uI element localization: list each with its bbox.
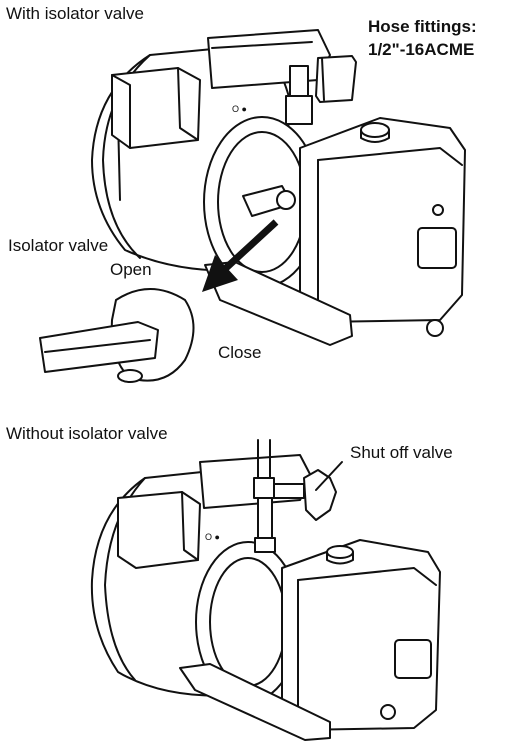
callout-arrow (202, 219, 279, 292)
isolator-valve-label: Isolator valve (8, 236, 109, 255)
hose-fittings-title: Hose fittings: (368, 17, 477, 36)
svg-text:O ●: O ● (205, 532, 220, 542)
pump-base-bottom (179, 663, 396, 741)
open-label: Open (110, 260, 152, 279)
hose-fittings-spec: 1/2"-16ACME (368, 40, 475, 59)
heading-with-isolator: With isolator valve (6, 4, 144, 23)
close-label: Close (218, 343, 262, 362)
shutoff-valve-label: Shut off valve (350, 443, 453, 462)
flange-ring-bottom: O ● (195, 532, 301, 703)
hose-line-and-shutoff (253, 439, 343, 553)
pump-body-bottom (281, 539, 441, 731)
svg-text:O ●: O ● (232, 104, 247, 114)
hose-fitting-top (285, 55, 357, 125)
isolator-valve-handle-detail (39, 288, 195, 383)
isolator-valve-knob (242, 185, 296, 217)
heading-without-isolator: Without isolator valve (6, 424, 168, 443)
